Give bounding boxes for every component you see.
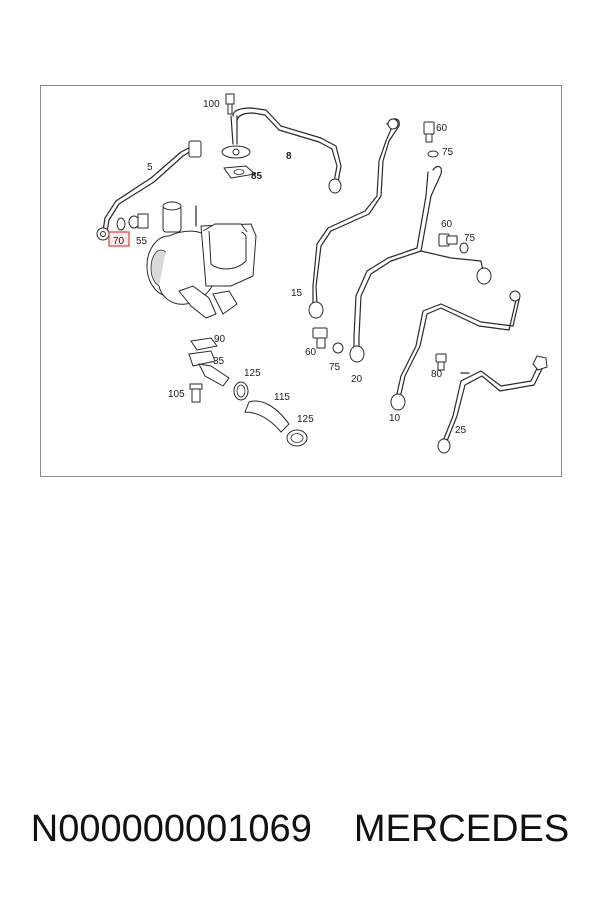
clamp-125-upper bbox=[233, 381, 249, 401]
callout-25: 25 bbox=[455, 425, 467, 436]
exploded-parts-diagram: 100 8 5 85 70 55 60 75 60 75 15 60 75 20… bbox=[40, 85, 562, 477]
callout-115: 115 bbox=[274, 392, 290, 403]
callout-105: 105 bbox=[168, 389, 185, 400]
gasket-85 bbox=[223, 165, 257, 179]
callout-70: 70 bbox=[113, 236, 125, 247]
pipe-20 bbox=[349, 165, 492, 363]
callout-70-highlight bbox=[108, 231, 130, 247]
pipe-25 bbox=[437, 355, 548, 454]
hose-115 bbox=[244, 400, 290, 433]
diagram-canvas: 100 8 5 85 70 55 60 75 60 75 15 60 75 20… bbox=[96, 93, 548, 454]
callout-125-lower: 125 bbox=[297, 414, 314, 425]
part-caption: N000000001069 MERCEDES bbox=[0, 808, 600, 851]
callout-125-upper: 125 bbox=[244, 368, 261, 379]
turbocharger bbox=[146, 201, 257, 319]
callout-60-mid: 60 bbox=[441, 219, 453, 230]
banjo-bolt-60-top bbox=[423, 121, 439, 158]
callout-85: 85 bbox=[251, 171, 263, 182]
brand-name: MERCEDES bbox=[353, 808, 570, 850]
pipe-15 bbox=[308, 118, 400, 319]
pipe-5 bbox=[102, 140, 202, 233]
gasket-90 bbox=[190, 337, 218, 351]
part-number: N000000001069 bbox=[30, 808, 312, 850]
flange-35 bbox=[188, 350, 230, 387]
callout-100: 100 bbox=[203, 99, 220, 110]
callout-75-mid: 75 bbox=[464, 233, 476, 244]
pipe-8 bbox=[221, 93, 342, 194]
callout-5: 5 bbox=[147, 162, 153, 173]
callout-60-top: 60 bbox=[436, 123, 448, 134]
callout-20: 20 bbox=[351, 374, 363, 385]
banjo-bolt-60-mid bbox=[438, 233, 469, 254]
callout-10: 10 bbox=[389, 413, 401, 424]
bolt-80 bbox=[435, 353, 447, 371]
callout-35: 35 bbox=[213, 356, 225, 367]
callout-labels: 100 8 5 85 70 55 60 75 60 75 15 60 75 20… bbox=[108, 99, 476, 436]
callout-55: 55 bbox=[136, 236, 148, 247]
callout-75-low: 75 bbox=[329, 362, 341, 373]
banjo-bolt-60-low bbox=[312, 327, 344, 354]
callout-80: 80 bbox=[431, 369, 443, 380]
callout-90: 90 bbox=[214, 334, 226, 345]
callout-8: 8 bbox=[286, 151, 292, 162]
pipe-10 bbox=[390, 290, 521, 411]
callout-15: 15 bbox=[291, 288, 303, 299]
bolt-105 bbox=[189, 383, 203, 403]
clamp-125-lower bbox=[286, 429, 308, 447]
fitting-70 bbox=[96, 213, 149, 241]
callout-60-low: 60 bbox=[305, 347, 317, 358]
callout-75-top: 75 bbox=[442, 147, 454, 158]
